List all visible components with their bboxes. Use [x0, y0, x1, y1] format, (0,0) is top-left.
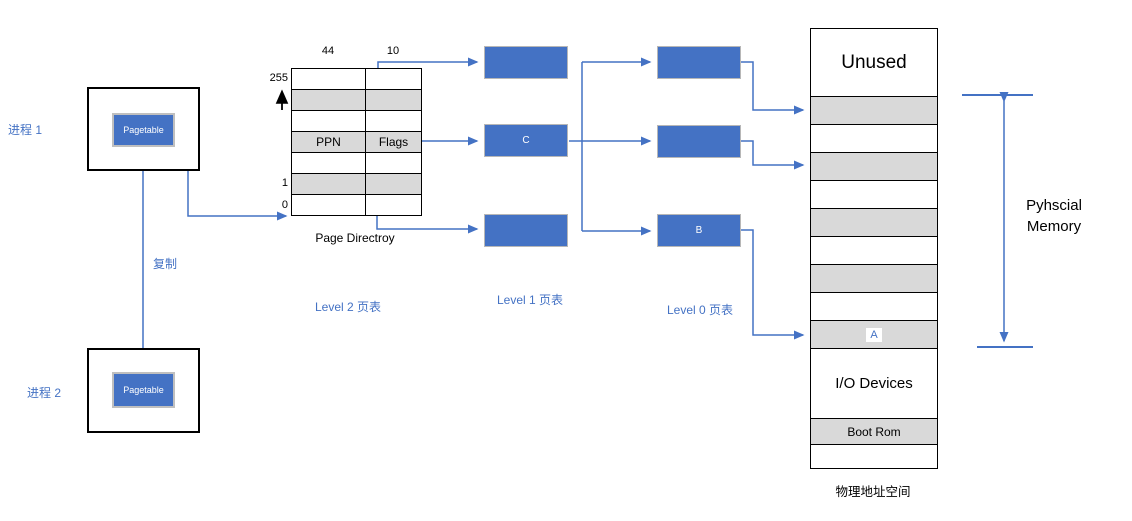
- level2-label: Level 2 页表: [314, 300, 382, 314]
- process2-pagetable-box: Pagetable: [112, 372, 175, 408]
- memory-page-row: [811, 264, 937, 292]
- page-directory-caption: Page Directroy: [315, 231, 395, 245]
- directory-row: [292, 111, 421, 132]
- boot-rom-label: Boot Rom: [847, 424, 901, 439]
- level1-top-box: [484, 46, 568, 79]
- memory-page-row: [811, 180, 937, 208]
- io-devices-label: I/O Devices: [835, 375, 913, 392]
- process1-pagetable-label: Pagetable: [123, 125, 164, 135]
- b-box-to-memory-arrow: [741, 229, 805, 340]
- memory-page-row: [811, 96, 937, 124]
- directory-row-255: [292, 69, 421, 90]
- directory-row-1: [292, 174, 421, 195]
- flags-bits-label: 10: [386, 45, 400, 57]
- copy-label: 复制: [153, 257, 178, 271]
- level0-top-to-memory-arrow: [741, 61, 805, 115]
- process2-pagetable-label: Pagetable: [123, 385, 164, 395]
- level1-label: Level 1 页表: [496, 293, 564, 307]
- level0-label: Level 0 页表: [666, 303, 734, 317]
- directory-row-0: [292, 195, 421, 215]
- memory-page-row-a: A: [811, 320, 937, 348]
- flags-label: Flags: [378, 135, 409, 149]
- process2-label: 进程 2: [27, 386, 62, 400]
- memory-bottom-row: [811, 444, 937, 468]
- memory-unused-section: Unused: [811, 29, 937, 96]
- directory-row-ppn-flags: PPN Flags: [292, 132, 421, 153]
- level1-mid-box-c: C: [484, 124, 568, 157]
- unused-label: Unused: [841, 51, 907, 73]
- process1-label: 进程 1: [8, 123, 43, 137]
- ppn-bits-label: 44: [321, 45, 335, 57]
- level0-top-box: [657, 46, 741, 79]
- a-page-label: A: [866, 327, 882, 342]
- physical-address-space-caption: 物理地址空间: [835, 485, 911, 499]
- index-1-label: 1: [281, 177, 288, 189]
- level0-mid-box: [657, 125, 741, 158]
- b-box-label: B: [695, 225, 703, 236]
- level1-bottom-box: [484, 214, 568, 247]
- memory-page-row: [811, 236, 937, 264]
- process1-pagetable-box: Pagetable: [112, 113, 175, 147]
- memory-page-row: [811, 124, 937, 152]
- ppn-label: PPN: [316, 135, 341, 149]
- level0-bottom-box-b: B: [657, 214, 741, 247]
- process1-box: [87, 87, 200, 171]
- directory-row: [292, 153, 421, 174]
- index-255-label: 255: [269, 72, 288, 84]
- memory-bootrom-section: Boot Rom: [811, 418, 937, 444]
- memory-page-row: [811, 292, 937, 320]
- c-box-label: C: [522, 135, 530, 146]
- physical-memory-column: Unused A I/O Devices Boot Rom: [810, 28, 938, 469]
- index-0-label: 0: [281, 199, 288, 211]
- memory-page-row: [811, 152, 937, 180]
- physical-memory-side-label: Pyhscial Memory: [1026, 197, 1082, 235]
- memory-page-row: [811, 208, 937, 236]
- page-directory-table: PPN Flags: [291, 68, 422, 216]
- level0-mid-to-memory-arrow: [741, 140, 805, 170]
- memory-io-section: I/O Devices: [811, 348, 937, 418]
- directory-row: [292, 90, 421, 111]
